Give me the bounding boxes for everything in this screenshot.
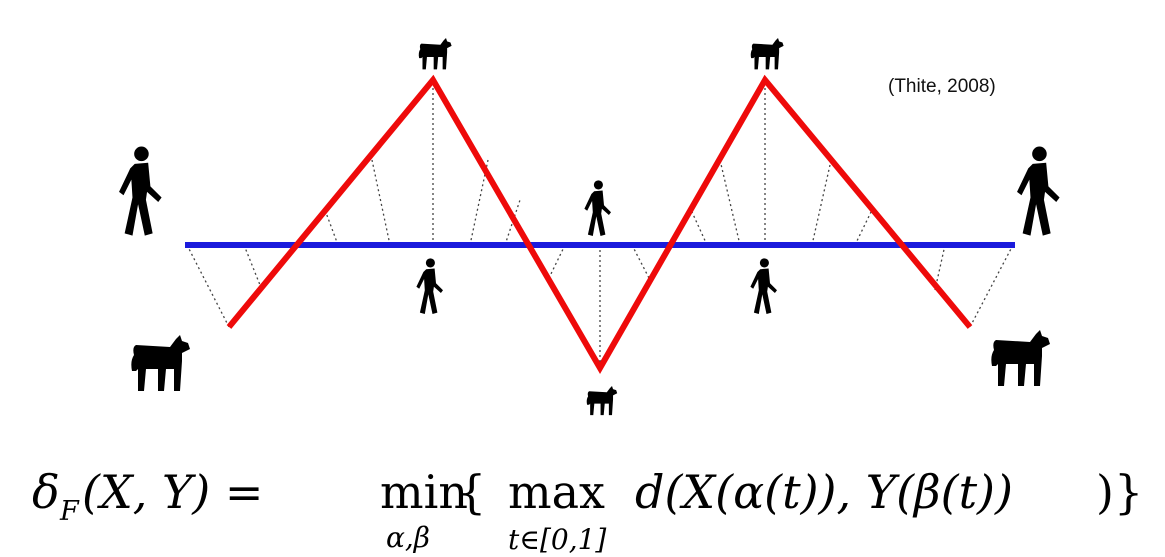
formula-delta: δ — [32, 465, 60, 519]
citation: (Thite, 2008) — [888, 76, 996, 97]
dog-path — [226, 74, 973, 375]
formula-delta-sub: F — [59, 496, 80, 527]
leash-lines — [186, 82, 1014, 366]
formula-max: max — [508, 465, 605, 519]
formula-lhs: (X, Y) = — [82, 465, 263, 519]
formula-min-sub: α,β — [386, 521, 430, 554]
formula-brace-open: { — [457, 465, 486, 519]
formula-max-sub: t∈[0,1] — [508, 523, 606, 556]
formula-d-expr: d(X(α(t)), Y(β(t)) — [635, 465, 1013, 519]
formula-brace-close: )} — [1096, 465, 1143, 519]
formula-min: min — [380, 465, 468, 519]
